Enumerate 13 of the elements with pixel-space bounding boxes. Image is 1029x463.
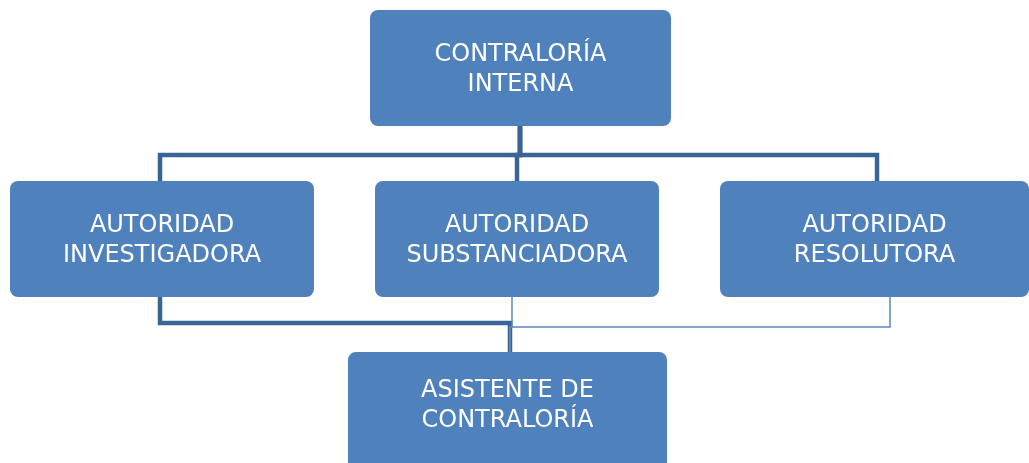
connector-line xyxy=(509,296,891,353)
box-label: AUTORIDAD SUBSTANCIADORA xyxy=(405,209,629,269)
connector-line xyxy=(157,297,513,352)
box-label: AUTORIDAD INVESTIGADORA xyxy=(61,209,263,269)
connector-line xyxy=(517,126,880,181)
box-label: AUTORIDAD RESOLUTORA xyxy=(792,209,957,269)
org-box xyxy=(370,10,671,126)
org-box xyxy=(720,181,1029,297)
org-box xyxy=(10,181,314,297)
org-box xyxy=(348,352,667,463)
org-box xyxy=(375,181,659,297)
box-label: CONTRALORÍA INTERNA xyxy=(433,38,608,98)
box-label: ASISTENTE DE CONTRALORÍA xyxy=(420,374,595,434)
